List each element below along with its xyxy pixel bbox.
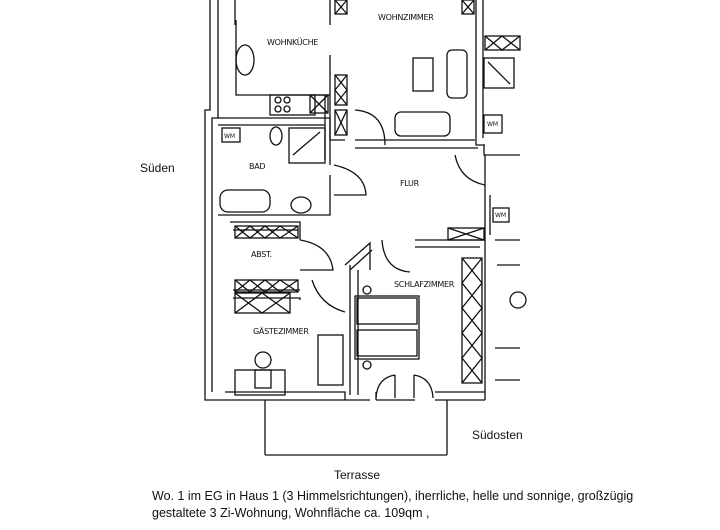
room-label-gaestezimmer: GÄSTEZIMMER [253,327,309,336]
wardrobe-icon [447,227,485,241]
wall-east-partial [489,195,520,381]
chair-icon [254,369,272,389]
bed-icon [356,297,418,325]
wardrobe-icon [461,257,483,384]
washing-machine-icon [221,127,241,143]
shelf-icon [234,279,299,293]
bed-icon [356,329,418,357]
wardrobe-icon [234,292,291,314]
double-bed-frame-icon [354,295,420,360]
washing-machine-icon [483,114,503,134]
wall-kitchen [234,0,345,160]
sink-icon [290,196,312,214]
wardrobe-icon [234,292,291,314]
stove-icon [269,94,316,116]
shower-icon [483,57,515,89]
wardrobe-icon [484,35,521,51]
sofa-icon [446,49,468,99]
room-label-flur: FLUR [400,179,419,188]
room-label-bad: BAD [249,162,266,171]
wardrobe-icon [334,109,348,136]
shower-icon [288,127,326,164]
washing-machine-label: WM [487,121,499,128]
wardrobe-icon [334,0,348,15]
wardrobe-icon [461,0,475,15]
wardrobe-icon [461,257,483,384]
stove-burner-icon [283,96,291,104]
room-label-schlafzimmer: SCHLAFZIMMER [394,280,455,289]
stove-burner-icon [274,96,282,104]
nightstand-lamp-icon [362,285,372,295]
terrace-label: Terrasse [334,468,381,482]
wall-west [204,0,225,401]
chair-icon [254,351,272,369]
double-door-icon [375,374,434,399]
door-swing-icon [299,239,346,313]
coffee-table-icon [412,57,434,92]
door-swing-icon [454,154,486,186]
direction-west: Süden [140,161,175,175]
shelf-icon [234,225,299,239]
washing-machine-label: WM [224,133,236,140]
desk-icon [234,369,286,396]
shower-icon [487,61,511,85]
description-line-1: Wo. 1 im EG in Haus 1 (3 Himmelsrichtung… [152,489,634,503]
nightstand-lamp-icon [362,360,372,370]
wall-south [225,391,485,401]
shower-icon [292,131,321,156]
terrace-outline [264,400,448,456]
toilet-icon [269,126,283,146]
shelf-icon [234,279,299,293]
stove-burner-icon [274,105,282,113]
kitchen-cabinet-icon [309,94,329,114]
dining-table-icon [235,44,255,76]
door-swing-icon [333,164,367,196]
description-line-2: gestaltete 3 Zi-Wohnung, Wohnfläche ca. … [152,506,430,520]
wardrobe-icon [484,35,521,51]
wardrobe-icon [334,74,348,106]
wall-abst [230,221,301,300]
shelf-icon [234,225,299,239]
sofa-icon [394,111,451,137]
wardrobe-icon [334,74,348,106]
wardrobe-icon [461,0,475,15]
wall-east [475,0,520,400]
room-label-wohnkueche: WOHNKÜCHE [267,38,319,47]
listing-description: Wo. 1 im EG in Haus 1 (3 Himmelsrichtung… [152,488,633,522]
bathtub-icon [219,189,271,213]
wall-schlaf [344,239,485,395]
room-label-wohnzimmer: WOHNZIMMER [378,13,434,22]
washing-machine-icon [492,207,510,223]
room-label-abst: ABST. [251,250,272,259]
wardrobe-icon [447,227,485,241]
wardrobe-icon [334,0,348,15]
wall-living-south-with-door [354,109,478,149]
direction-southeast: Südosten [472,428,523,442]
washing-machine-label: WM [495,212,507,219]
wardrobe-icon [334,109,348,136]
wall-bad [218,117,331,216]
kitchen-cabinet-icon [309,94,329,114]
fixture-icon [509,291,527,309]
stove-burner-icon [283,105,291,113]
bed-icon [317,334,344,386]
